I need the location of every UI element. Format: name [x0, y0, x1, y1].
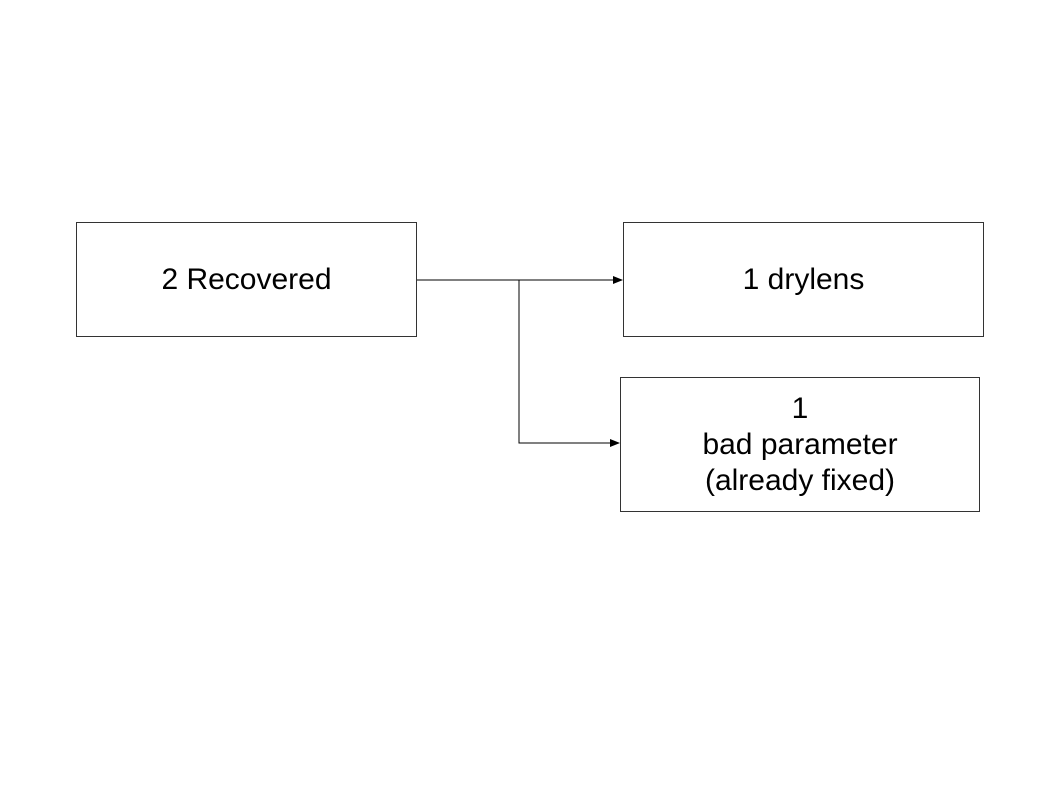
node-drylens-label: 1 drylens	[742, 262, 865, 296]
node-recovered: 2 Recovered	[76, 222, 417, 337]
node-bad-parameter-title: bad parameter	[702, 427, 898, 461]
node-bad-parameter: 1 bad parameter (already fixed)	[620, 377, 980, 512]
node-drylens: 1 drylens	[623, 222, 984, 337]
node-recovered-label: 2 Recovered	[161, 262, 332, 296]
edge-recovered-to-bad-parameter	[518, 280, 620, 447]
node-bad-parameter-count: 1	[791, 391, 809, 425]
node-bad-parameter-note: (already fixed)	[704, 463, 896, 497]
